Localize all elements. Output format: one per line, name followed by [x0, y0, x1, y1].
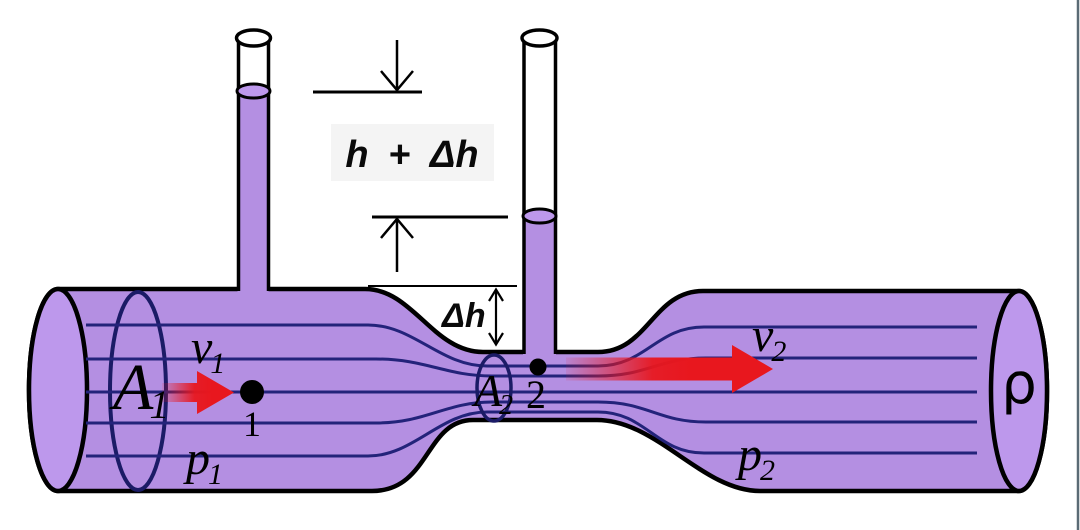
- dim-delta-arrowhead-down: [488, 332, 504, 347]
- label-pressure1: p1: [183, 432, 223, 491]
- label-area2: A2: [471, 365, 513, 421]
- label-velocity2-sub: 2: [771, 335, 786, 368]
- label-pressure2-base: p: [735, 428, 762, 481]
- label-backplate: [331, 124, 494, 181]
- right-manometer: [520, 28, 559, 356]
- dim-delta-h: [368, 285, 517, 347]
- streamline-5: [86, 410, 977, 458]
- label-area2-base: A: [471, 365, 503, 416]
- label-velocity2-base: v: [752, 309, 774, 362]
- right-manometer-mouth: [520, 28, 559, 48]
- left-manometer-fluid-level: [235, 82, 272, 100]
- dim-upper-arrowhead-down: [380, 70, 414, 92]
- label-pressure2-sub: 2: [760, 454, 775, 487]
- label-area2-sub: 2: [499, 390, 513, 421]
- right-manometer-fluid-level: [521, 207, 558, 225]
- point-2-dot: [529, 358, 547, 376]
- right-manometer-empty: [523, 38, 556, 218]
- label-point1: 1: [243, 404, 261, 444]
- label-velocity1-base: v: [191, 321, 213, 374]
- flow-arrow-v2: [566, 345, 773, 393]
- label-height-difference: h + Δh: [345, 134, 478, 176]
- left-manometer-mouth: [234, 28, 273, 48]
- label-area1: A1: [109, 351, 169, 427]
- dim-height-difference: [313, 40, 508, 272]
- label-pressure2: p2: [735, 428, 775, 487]
- point-1-dot: [240, 380, 264, 404]
- left-manometer-fluid: [237, 89, 269, 294]
- label-pressure1-sub: 1: [208, 458, 223, 491]
- label-area1-sub: 1: [149, 382, 169, 427]
- flow-arrow-v1: [162, 371, 234, 414]
- streamline-4: [86, 400, 977, 425]
- label-velocity2: v2: [752, 309, 786, 368]
- dim-delta-arrowhead-up: [488, 287, 504, 302]
- label-velocity1: v1: [191, 321, 225, 380]
- label-delta-h: Δh: [440, 297, 486, 335]
- label-velocity1-sub: 1: [210, 347, 225, 380]
- right-end-cap: [988, 288, 1050, 494]
- label-area1-base: A: [109, 351, 154, 424]
- right-manometer-fluid: [523, 213, 556, 356]
- cross-section-a2-ellipse: [475, 353, 513, 423]
- label-density-rho: ρ: [1001, 352, 1037, 417]
- label-point2: 2: [526, 372, 546, 417]
- left-end-cap: [26, 286, 90, 494]
- left-manometer: [234, 28, 273, 294]
- dim-lower-arrowhead-up: [380, 217, 414, 239]
- label-pressure1-base: p: [183, 432, 210, 485]
